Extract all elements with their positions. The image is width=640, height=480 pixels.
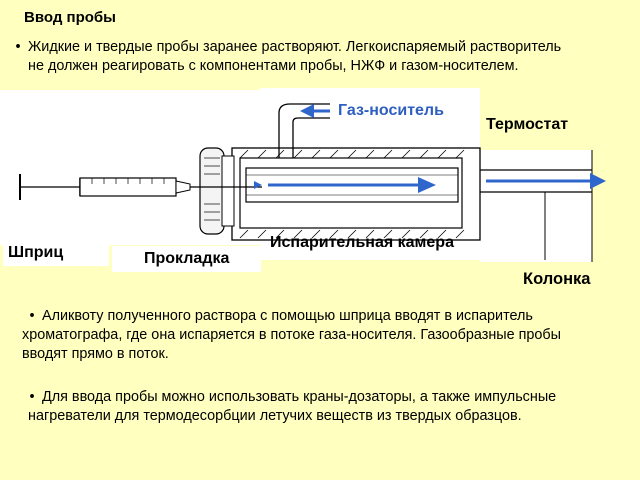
bullet3-line2: нагреватели для термодесорбции летучих в… bbox=[28, 408, 522, 424]
gasket-flange bbox=[199, 147, 235, 235]
bullet-aliquot-injection: • Аликвоту полученного раствора с помощью… bbox=[22, 307, 634, 364]
bullet-dissolving-samples: • Жидкие и твердые пробы заранее растворя… bbox=[8, 38, 633, 76]
bullet3-line1: Для ввода пробы можно использовать краны… bbox=[42, 389, 557, 405]
gasket-label: Прокладка bbox=[112, 246, 262, 272]
syringe-label: Шприц bbox=[3, 240, 109, 266]
bullet2-line1: Аликвоту полученного раствора с помощью … bbox=[42, 308, 533, 324]
flow-arrow-column bbox=[486, 173, 606, 189]
bullet1-line1: Жидкие и твердые пробы заранее растворяю… bbox=[28, 39, 562, 55]
column-label: Колонка bbox=[523, 270, 591, 288]
thermostat-label: Термостат bbox=[486, 116, 569, 133]
bullet2-line2: хроматографа, где она испаряется в поток… bbox=[22, 327, 562, 343]
evaporation-chamber-label: Испарительная камера bbox=[270, 234, 454, 251]
flow-arrow-chamber bbox=[268, 177, 436, 193]
carrier-gas-label: Газ-носитель bbox=[330, 98, 452, 124]
bullet2-line3: вводят прямо в поток. bbox=[22, 346, 169, 362]
bullet-marker: • bbox=[29, 308, 35, 324]
bullet-marker: • bbox=[29, 389, 35, 405]
syringe bbox=[19, 174, 262, 200]
diagram-panel-right bbox=[480, 150, 592, 262]
column-tube bbox=[478, 150, 593, 262]
bullet-marker: • bbox=[15, 39, 21, 55]
bullet-dosing-valves: • Для ввода пробы можно использовать кран… bbox=[22, 388, 634, 426]
needle-tip-arrows bbox=[254, 181, 262, 189]
carrier-gas-inlet bbox=[278, 103, 330, 158]
slide-title: Ввод пробы bbox=[24, 9, 116, 26]
bullet1-line2: не должен реагировать с компонентами про… bbox=[28, 58, 519, 74]
